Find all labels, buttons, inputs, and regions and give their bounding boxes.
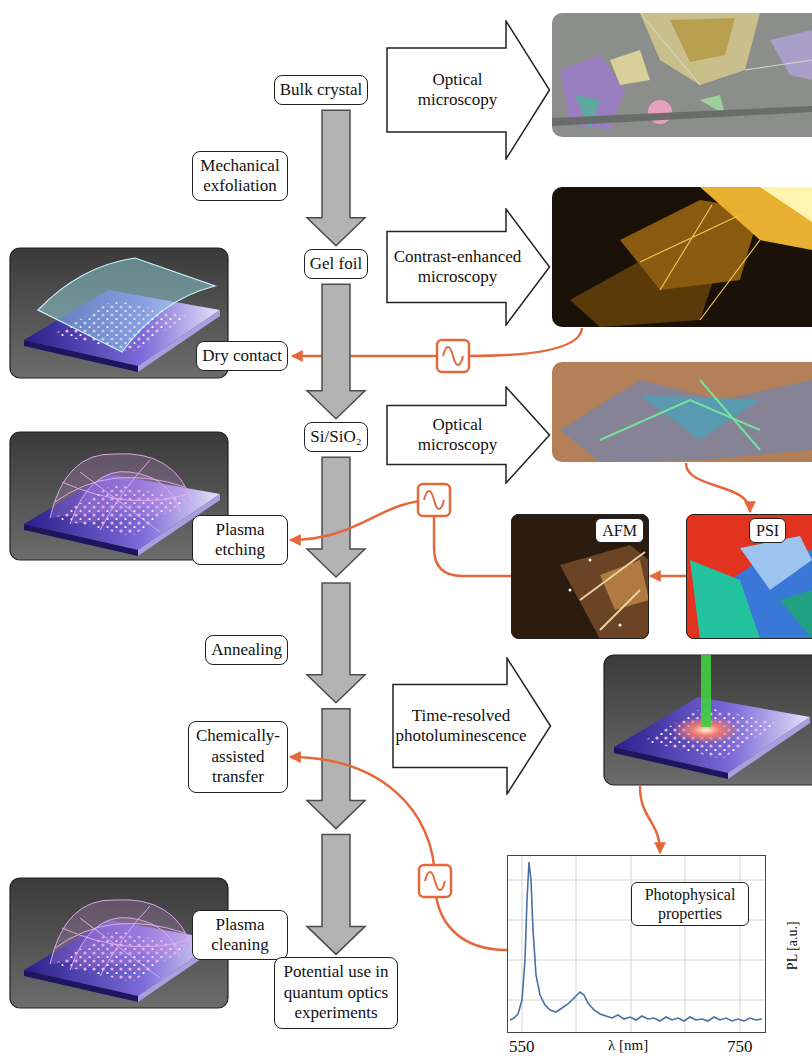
process-step: Chemically-assisted transfer <box>188 721 288 792</box>
block-arrow <box>307 835 365 955</box>
node-label: PSI <box>756 521 779 540</box>
image-panel: PSI <box>686 514 812 639</box>
signal-symbol <box>418 484 450 516</box>
axis-label: PL [a.u.] <box>784 921 799 970</box>
process-step: Annealing <box>205 635 288 665</box>
feedback-line <box>292 355 437 358</box>
optical-micrograph <box>552 362 812 462</box>
block-arrow <box>307 110 365 246</box>
step-label: Bulk crystal <box>280 80 363 100</box>
sine-wave <box>424 491 444 509</box>
arrow-text: Optical microscopy <box>403 415 513 456</box>
signal-frame <box>419 865 451 897</box>
arrow-outline <box>387 209 550 325</box>
axis-label: 750 <box>727 1038 753 1057</box>
sine-wave <box>425 872 445 890</box>
signal-frame <box>418 484 450 516</box>
spectrum-plot <box>507 855 766 1033</box>
photoluminescence-illustration <box>604 655 812 785</box>
step-label: Chemically-assisted transfer <box>194 726 282 787</box>
arrow-outline <box>387 21 550 159</box>
process-flow-arrow <box>307 284 365 419</box>
process-step: Bulk crystal <box>274 75 369 105</box>
step-label: Si/SiO₂ <box>310 427 361 447</box>
feedback-arrow <box>290 500 511 576</box>
afm-image <box>511 514 649 639</box>
process-step: Plasma cleaning <box>192 910 288 961</box>
step-label: Annealing <box>211 640 282 660</box>
feedback-line <box>686 463 750 512</box>
plot-panel: Photophysical properties <box>507 855 766 1033</box>
axis-label: λ [nm] <box>608 1037 648 1054</box>
step-label: Plasma etching <box>198 520 282 561</box>
block-arrow <box>307 583 365 703</box>
step-label: Potential use in quantum optics experime… <box>280 962 392 1023</box>
step-label: Mechanical exfoliation <box>198 156 282 197</box>
node-label: Photophysical properties <box>638 885 742 923</box>
feedback-arrow <box>650 575 686 578</box>
panel-tag: AFM <box>595 518 644 543</box>
arrow-text: Contrast-enhanced microscopy <box>388 247 527 288</box>
method-arrow: Contrast-enhanced microscopy <box>386 208 551 326</box>
optical-micrograph <box>552 13 812 137</box>
panel-tag: Photophysical properties <box>631 882 749 926</box>
axis-label: 550 <box>509 1038 535 1057</box>
signal-frame <box>437 340 469 372</box>
process-flow-arrow <box>307 110 365 246</box>
sine-wave <box>443 347 463 365</box>
process-step: Dry contact <box>196 341 288 371</box>
process-step: Mechanical exfoliation <box>192 151 288 202</box>
signal-symbol <box>419 865 451 897</box>
panel-tag: PSI <box>749 518 786 543</box>
method-arrow: Time-resolved photoluminescence <box>392 657 552 795</box>
process-step: Si/SiO₂ <box>304 422 367 452</box>
arrow-outline <box>393 658 551 794</box>
feedback-arrow <box>290 757 507 950</box>
node-label: AFM <box>602 521 637 540</box>
process-flow-arrow <box>307 457 365 954</box>
node-label: Optical microscopy <box>403 415 513 456</box>
step-label: Gel foil <box>310 254 362 274</box>
process-step: Potential use in quantum optics experime… <box>274 957 398 1028</box>
image-panel: AFM <box>511 514 649 639</box>
arrow-text: Optical microscopy <box>403 70 513 111</box>
feedback-line <box>470 328 582 356</box>
step-label: Plasma cleaning <box>198 915 282 956</box>
block-arrow <box>307 284 365 419</box>
feedback-line <box>640 786 660 853</box>
arrow-outline <box>387 387 550 483</box>
psi-image <box>686 514 812 639</box>
block-arrow <box>307 457 365 577</box>
step-label: Dry contact <box>202 346 282 366</box>
node-label: Time-resolved photoluminescence <box>394 706 528 747</box>
method-arrow: Optical microscopy <box>386 20 551 160</box>
signal-symbol <box>437 340 469 372</box>
process-step: Plasma etching <box>192 515 288 566</box>
contrast-micrograph <box>552 187 812 327</box>
node-label: Contrast-enhanced microscopy <box>388 247 527 288</box>
node-label: Optical microscopy <box>403 70 513 111</box>
method-arrow: Optical microscopy <box>386 386 551 484</box>
process-step: Gel foil <box>304 249 368 279</box>
arrow-text: Time-resolved photoluminescence <box>394 706 528 747</box>
